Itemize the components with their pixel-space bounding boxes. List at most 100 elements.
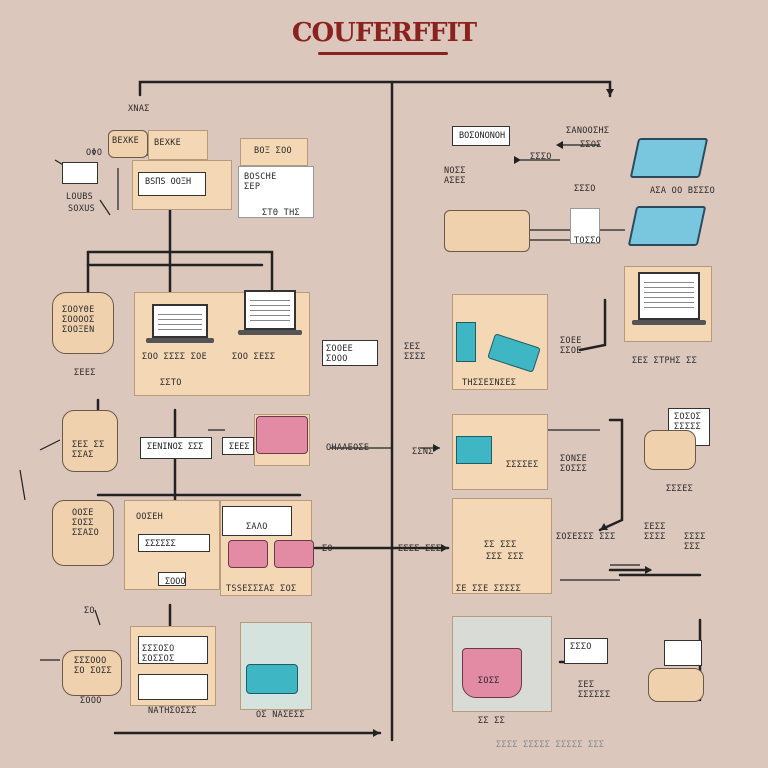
label: ΣΕΣ ΣΣΣΣΣΣ (578, 680, 611, 700)
node-box (138, 674, 208, 700)
node-box (664, 640, 702, 666)
label: ΣΟΝΣΕ ΣΟΣΣΣ (560, 454, 588, 474)
pink-card (274, 540, 314, 568)
label: TSSEΣΣΣΑΣ ΣΟΣ (226, 584, 297, 594)
label: ΟΦΟ (86, 148, 103, 158)
label: ΣΑΛΟ (246, 522, 268, 532)
label: ΣΤΘ ΤΗΣ (262, 208, 300, 218)
diagram-title: COUFERFFIT (291, 18, 477, 48)
teal-card (456, 322, 476, 362)
label: ΣΑΝΟΟΣΗΣ (566, 126, 610, 136)
box-text: ΣΕΝΙΝΟΣ ΣΣΣ (147, 442, 204, 452)
tag-shape (62, 650, 122, 696)
label: ΣΣΣΟΟΟ ΣΟ ΣΟΣΣ (74, 656, 112, 676)
screen-content (644, 278, 694, 312)
label: ΟΟΣΕΗ (136, 512, 164, 522)
label: ΣΕΣ ΣΣΣΣ (404, 342, 426, 362)
node-box: ΣΕΕΣ (222, 437, 254, 455)
label: ΣΣΟΣ (580, 140, 602, 150)
box-text: ΣΣΣΣΣΣ (145, 539, 176, 549)
box-text: ΒΟΣΟΝΟΝΟΗ (459, 131, 506, 141)
label: ΣΣΣΣΕΣ (506, 460, 539, 470)
node-panel (240, 138, 308, 166)
label: ΒΕΧΚΕ (154, 138, 182, 148)
label: ΣΣΣΟΣΟ ΣΟΣΣΟΣ (142, 644, 175, 664)
label: ΣΣΣΣ ΣΣΣ (398, 544, 442, 554)
label: LOUBS (66, 192, 94, 202)
label: ΣΣΣΟ (570, 642, 592, 652)
label: ΣΟΟΕΕ ΣΟΟΟ (326, 344, 354, 364)
pink-flask (462, 648, 522, 698)
label: ΣΟΟΥΘΕ ΣΟΟΟΟΣ ΣΟΟΞΕΝ (62, 305, 95, 335)
node-panel (148, 130, 208, 160)
label: ΣΟΟ ΣΣΣΣ ΣΟΕ (142, 352, 208, 362)
pink-card (228, 540, 268, 568)
device-tablet (629, 138, 709, 178)
label: ΣΣΣ ΣΣΣ (486, 552, 524, 562)
label: ΣΣ ΣΣΣ (484, 540, 517, 550)
tag-shape (52, 292, 114, 354)
node-box (62, 162, 98, 184)
label: ΣΟΣΣ (478, 676, 500, 686)
label: ΣΕΣΣ ΣΣΣΣ (644, 522, 666, 542)
label: ΟΟΣΕ ΣΟΣΣ ΣΣΑΣΟ (72, 508, 100, 538)
label: ΣΕΣ ΣΣ ΣΣΑΣ (72, 440, 105, 460)
label: ΝΑΤΗΣΟΣΣΣ (148, 706, 197, 716)
device-tablet (627, 206, 707, 246)
node-box (138, 636, 208, 664)
label: ΣΣΝΣ (412, 447, 434, 457)
label: ΟΣ ΝΑΣΕΣΣ (256, 710, 305, 720)
label: SOXUS (68, 204, 96, 214)
label: ΣΟΟΟ (80, 696, 102, 706)
node-box (222, 506, 292, 536)
label: ΑΣΑ ΟΟ ΒΣΣΣΟ (650, 186, 716, 196)
label: ΣΕ ΣΣΕ ΣΣΣΣΣ (456, 584, 522, 594)
label: ΟΗΑΛΕΟΣΕ (326, 443, 370, 453)
laptop-base (146, 338, 214, 343)
label: ΣΣΣΕΣ (666, 484, 694, 494)
label: ΣΟ (322, 544, 333, 554)
box-text: ΣΕΕΣ (229, 442, 250, 452)
label: ΣΟΟ ΣΕΣΣ (232, 352, 276, 362)
tag-shape (62, 410, 118, 472)
laptop-base (238, 330, 302, 335)
teal-card (456, 436, 492, 464)
process-panel (452, 498, 552, 594)
label: ΤΗΣΣΕΣΝΣΕΣ (462, 378, 517, 388)
node-box: ΒΟΣΟΝΟΝΟΗ (452, 126, 510, 146)
label: ΣΕΕΣ (74, 368, 96, 378)
teal-card (246, 664, 298, 694)
screen-content (250, 296, 290, 322)
laptop-screen (638, 272, 700, 320)
tag-shape (52, 500, 114, 566)
node-box (564, 638, 608, 664)
node-box (322, 340, 378, 366)
label: ΧΝΑΣ (128, 104, 150, 114)
label: ΣΣΣΣ ΣΣΣ (684, 532, 706, 552)
tag-shape (644, 430, 696, 470)
label: ΣΟΕΕ ΣΣΟΕ (560, 336, 582, 356)
label: ΣΟΣΟΣ ΣΣΣΣΣ (674, 412, 702, 432)
box-text: ΣΟΟΟ (165, 577, 186, 587)
title-underline (318, 52, 448, 55)
box-text: BSΠS ΟΟΞΗ (145, 177, 192, 187)
node-box: ΣΟΟΟ (158, 572, 186, 587)
label: ΣΣΤΟ (160, 378, 182, 388)
label: ΝΟΣΣ ΑΣΕΣ (444, 166, 466, 186)
label: ΣΣΣΟ (574, 184, 596, 194)
node-box: ΣΣΣΣΣΣ (138, 534, 210, 552)
label: ΣΟ (84, 606, 95, 616)
tag-shape (108, 130, 148, 158)
node-box: ΣΕΝΙΝΟΣ ΣΣΣ (140, 437, 212, 459)
label: ΣΟΣΕΣΣΣ ΣΣΣ (556, 532, 616, 542)
label: ΣΕΣ ΣΤΡΗΣ ΣΣ (632, 356, 698, 366)
laptop-base (632, 320, 706, 325)
label: ΒΟΞ ΣΟΟ (254, 146, 292, 156)
label: BOSCHE ΣΕΡ (244, 172, 277, 192)
label: ΣΣΣΟ (530, 152, 552, 162)
tag-shape (444, 210, 530, 252)
label: ΒΕΧΚΕ (112, 136, 140, 146)
label: ΤΟΣΣΟ (574, 236, 602, 246)
